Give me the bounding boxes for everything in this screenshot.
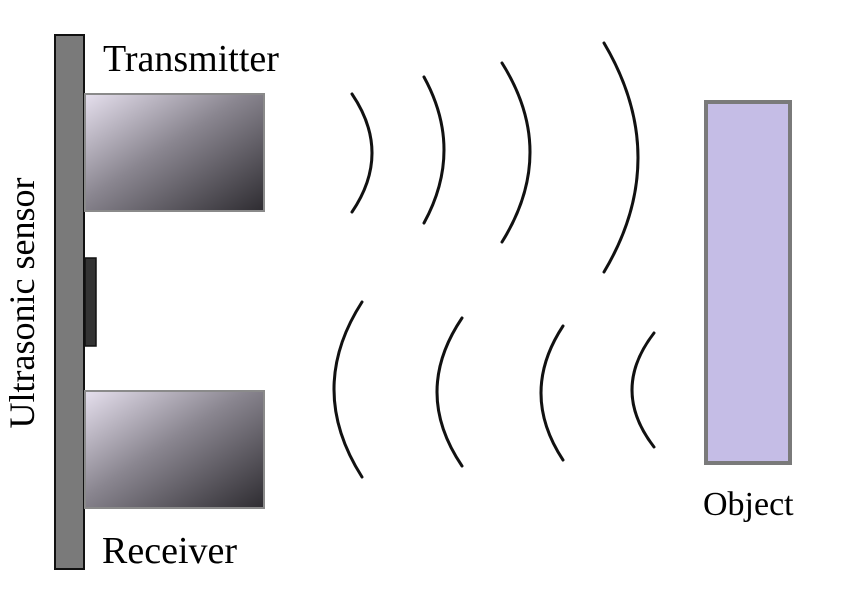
transmitter-label: Transmitter: [103, 38, 279, 80]
receiver-module: [84, 390, 265, 509]
reflected-wave-3: [539, 324, 565, 462]
transmitted-wave-3: [500, 61, 532, 244]
reflected-wave-2: [435, 316, 464, 468]
reflected-waves: [332, 300, 656, 479]
sensor-board: [54, 34, 85, 570]
transmitted-wave-4: [602, 41, 640, 274]
transmitter-module: [84, 93, 265, 212]
transmitted-wave-1: [350, 92, 374, 214]
transmitted-waves: [350, 41, 640, 274]
reflected-wave-4: [630, 331, 656, 449]
receiver-label: Receiver: [102, 530, 238, 572]
transmitted-wave-2: [422, 75, 446, 225]
object-block: [704, 100, 792, 465]
ultrasonic-sensor-label: Ultrasonic sensor: [2, 177, 42, 429]
reflected-wave-1: [332, 300, 364, 479]
object-label: Object: [703, 486, 794, 523]
board-component: [84, 257, 97, 347]
